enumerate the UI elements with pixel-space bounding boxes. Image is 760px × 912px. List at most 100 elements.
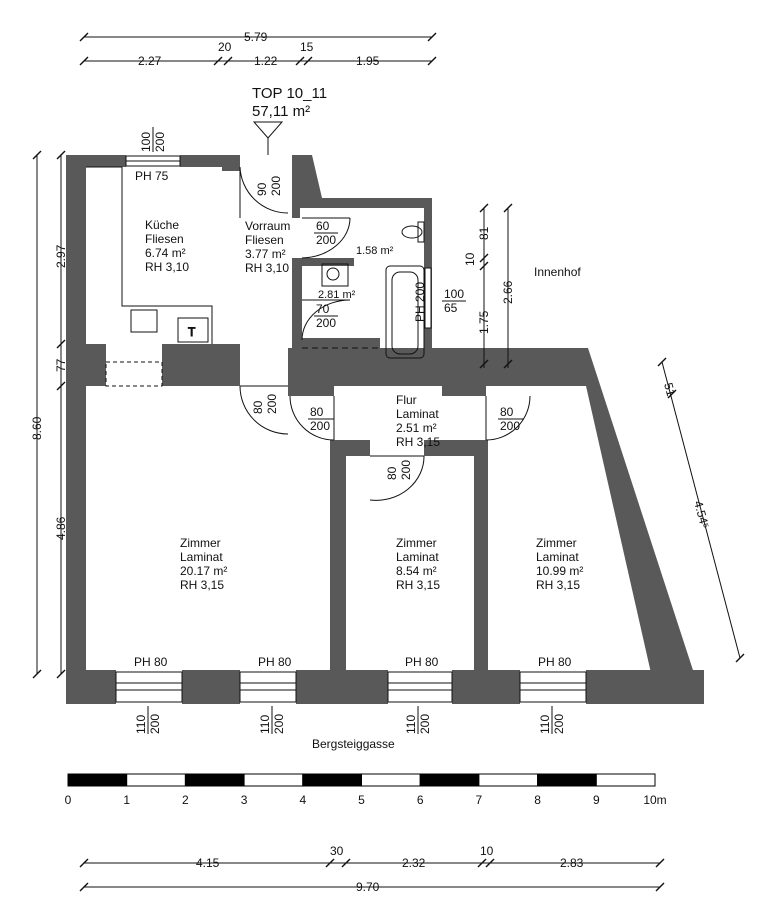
label-zimmer3-floor: Laminat: [536, 550, 579, 564]
label-vorraum-floor: Fliesen: [245, 233, 284, 247]
scale-segment: [302, 773, 362, 787]
dim-bottom-c: 2.32: [402, 856, 426, 870]
fl-door-h: 200: [310, 419, 330, 433]
bathtub-icon: [385, 265, 425, 359]
scale-label: 0: [65, 793, 72, 807]
dim-top-e: 1.95: [356, 54, 380, 68]
scale-segment: [478, 773, 539, 787]
label-flur-area: 2.51 m²: [396, 421, 437, 435]
win-b3-h: 200: [418, 714, 432, 734]
unit-title-text: TOP 10_11: [252, 85, 327, 102]
window-bottom-2: [239, 671, 297, 703]
dim-top-c: 1.22: [254, 54, 278, 68]
kueche-win-w: 100: [139, 132, 153, 152]
label-vorraum-area: 3.77 m²: [245, 247, 286, 261]
win-b4-h: 200: [552, 714, 566, 734]
label-flur-floor: Laminat: [396, 407, 439, 421]
dim-left-b: 77: [54, 358, 68, 372]
scale-label: 2: [182, 793, 189, 807]
window-bottom-4: [519, 671, 587, 703]
bad-win-w: 100: [444, 287, 464, 301]
windows: [105, 155, 587, 703]
unit-area-text: 57,11 m²: [252, 103, 310, 120]
label-kueche-floor: Fliesen: [145, 232, 184, 246]
ph-z1b: PH 80: [258, 655, 292, 669]
win-b2-w: 110: [258, 715, 272, 734]
dim-top-total: 5.79: [244, 30, 268, 44]
dim-diag-b: 4.54⁵: [691, 499, 712, 530]
ph-z1a: PH 80: [134, 655, 168, 669]
scale-segment: [243, 773, 304, 787]
fixtures: T: [86, 166, 425, 359]
label-zimmer3-name: Zimmer: [536, 536, 577, 550]
kueche-win-h: 200: [153, 132, 167, 152]
scale-label: 9: [593, 793, 600, 807]
vf-door-h: 200: [265, 394, 279, 414]
dim-bottom-a: 4.15: [196, 856, 220, 870]
dim-diag-a: 51: [661, 381, 678, 398]
scale-segment: [67, 773, 128, 787]
washbasin-icon: [321, 263, 349, 287]
label-innenhof: Innenhof: [534, 265, 581, 279]
label-wc-area: 1.58 m²: [356, 245, 394, 257]
label-vorraum-name: Vorraum: [245, 219, 290, 233]
win-b2-h: 200: [272, 714, 286, 734]
scale-segment: [595, 773, 656, 787]
label-zimmer2-name: Zimmer: [396, 536, 437, 550]
label-kueche-name: Küche: [145, 218, 179, 232]
dim-mid-a: 81: [477, 226, 491, 240]
win-b4-w: 110: [538, 715, 552, 734]
scale-segment: [184, 773, 245, 787]
scale-label: 6: [417, 793, 424, 807]
dim-top-d: 15: [300, 40, 314, 54]
label-zimmer2-area: 8.54 m²: [396, 564, 437, 578]
scale-segment: [361, 773, 421, 787]
label-zimmer1-floor: Laminat: [180, 550, 223, 564]
entry-door-h: 200: [269, 176, 283, 196]
ph-z3: PH 80: [538, 655, 572, 669]
sink-icon: [130, 309, 158, 333]
scale-segment: [419, 773, 480, 787]
door-entry: [239, 166, 289, 218]
fl-door-w: 80: [310, 405, 324, 419]
scale-segment: [126, 773, 186, 787]
dim-left-c: 4.86: [54, 516, 68, 540]
label-vorraum-height: RH 3,10: [245, 261, 289, 275]
stove-icon: [177, 317, 209, 343]
entry-door-w: 90: [255, 182, 269, 196]
dim-top-b: 20: [218, 40, 232, 54]
window-bad: [424, 267, 432, 329]
entrance-marker-icon: [252, 121, 284, 139]
label-zimmer2-height: RH 3,15: [396, 578, 440, 592]
scale-label: 10m: [643, 793, 666, 807]
scale-label: 1: [123, 793, 130, 807]
label-kueche-area: 6.74 m²: [145, 246, 186, 260]
doors: [239, 166, 531, 501]
label-zimmer1-area: 20.17 m²: [180, 564, 227, 578]
fb-door-w: 80: [385, 466, 399, 480]
label-zimmer1-height: RH 3,15: [180, 578, 224, 592]
dim-mid-b: 10: [463, 252, 477, 266]
room-labels: Küche Fliesen 6.74 m² RH 3,10 Vorraum Fl…: [145, 218, 583, 751]
bad-door-w: 70: [316, 302, 330, 316]
scale-label: 4: [299, 793, 306, 807]
label-kueche-height: RH 3,10: [145, 260, 189, 274]
dim-mid-d: 2.66: [501, 280, 515, 304]
scale-label: 8: [534, 793, 541, 807]
wc-door-h: 200: [316, 233, 336, 247]
fr-door-w: 80: [500, 405, 514, 419]
unit-title: TOP 10_11 57,11 m²: [252, 85, 327, 155]
parapet-labels: PH 75 PH 80 PH 80 PH 80 PH 80 PH 200: [134, 169, 572, 669]
vf-door-w: 80: [251, 400, 265, 414]
scale-label: 7: [476, 793, 483, 807]
scale-segment: [537, 773, 597, 787]
ph-kueche: PH 75: [135, 169, 169, 183]
dim-bottom-d: 10: [480, 844, 494, 858]
win-b3-w: 110: [404, 715, 418, 734]
bad-win-h: 65: [444, 301, 458, 315]
window-bottom-1: [115, 671, 183, 703]
label-zimmer3-area: 10.99 m²: [536, 564, 583, 578]
label-flur-height: RH 3,15: [396, 435, 440, 449]
